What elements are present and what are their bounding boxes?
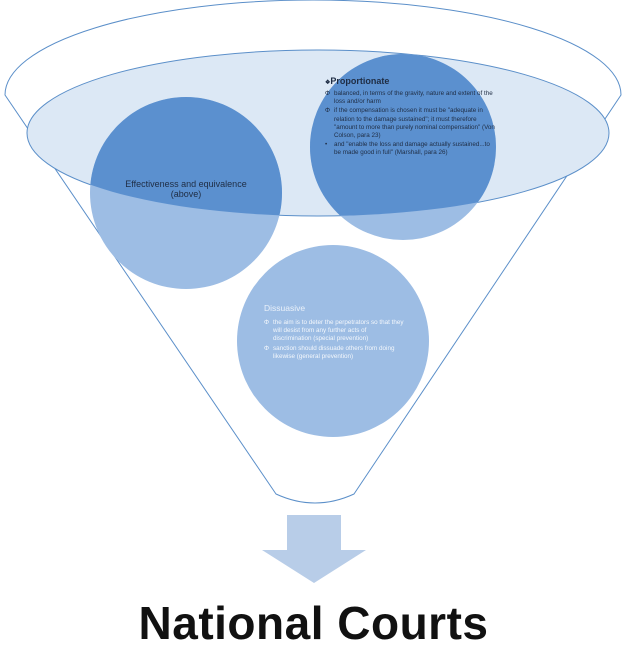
list-item: •and "enable the loss and damage actuall… (325, 141, 490, 157)
effectiveness-title: Effectiveness and equivalence (above) (125, 179, 247, 199)
effectiveness-label: Effectiveness and equivalence (above) (116, 179, 256, 199)
dot-bullet-icon: • (325, 141, 328, 149)
diamond-bullet-icon: ❖ (325, 80, 331, 86)
down-arrow (262, 515, 366, 583)
phi-bullet-icon: Φ (325, 107, 331, 115)
phi-bullet-icon: Φ (325, 90, 331, 97)
proportionate-heading: ❖Proportionate (325, 76, 497, 86)
phi-bullet-icon: Φ (264, 319, 270, 326)
dissuasive-title: Dissuasive (264, 303, 306, 313)
phi-bullet-icon: Φ (264, 344, 270, 352)
proportionate-title: Proportionate (330, 76, 390, 86)
national-courts-label: National Courts (138, 597, 489, 649)
dissuasive-circle (237, 245, 429, 437)
